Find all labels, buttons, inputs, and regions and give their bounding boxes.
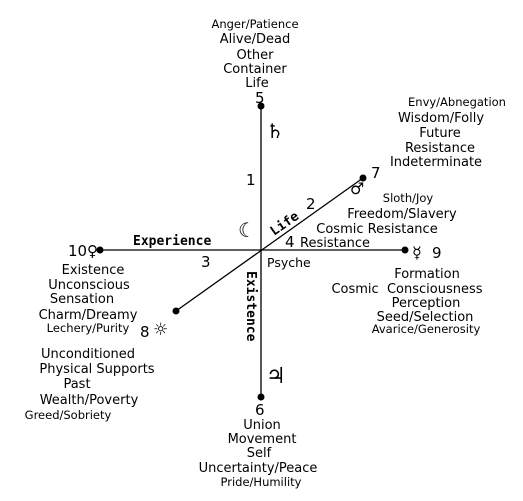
node-7-line-2: Wisdom/Folly: [398, 111, 484, 126]
axis-number-4: 4: [285, 233, 295, 251]
axis-number-3: 3: [201, 253, 211, 271]
node-6-line-2: Movement: [228, 432, 297, 447]
node-6-number: 6: [255, 401, 265, 419]
node-6-line-4: Uncertainty/Peace: [199, 461, 318, 476]
center-line-1: Sloth/Joy: [383, 191, 434, 205]
node-7-line-4: Resistance: [405, 141, 475, 156]
node-5-number: 5: [255, 89, 265, 107]
node-8-number: 8: [140, 323, 150, 341]
node-10-line-5: Lechery/Purity: [47, 321, 130, 335]
axis-label-existence: Existence: [243, 271, 258, 342]
moon-icon: ☾: [238, 218, 256, 242]
node-5-line-2: Alive/Dead: [220, 32, 290, 47]
node-dot-7: [359, 174, 367, 182]
node-9-line-2: Cosmic Consciousness: [331, 282, 482, 297]
node-10-line-1: Existence: [62, 263, 125, 278]
center-line-3: Cosmic Resistance: [316, 222, 437, 237]
node-9-line-3: Perception: [392, 296, 461, 311]
node-8-line-2: Physical Supports: [39, 362, 154, 377]
node-6-line-3: Self: [247, 446, 272, 461]
mars-icon: ♂: [350, 179, 364, 198]
saturn-icon: ♄: [266, 119, 284, 143]
node-9-line-1: Formation: [394, 267, 460, 282]
jupiter-icon: ♃: [266, 364, 286, 389]
node-10-number: 10: [68, 242, 87, 260]
node-8-line-1: Unconditioned: [41, 347, 135, 362]
node-6-line-1: Union: [243, 418, 281, 433]
node-9-line-4: Seed/Selection: [377, 310, 474, 325]
node-8-line-5: Greed/Sobriety: [25, 408, 112, 422]
node-dot-9: [401, 246, 409, 254]
node-5-line-3: Other: [237, 48, 275, 63]
node-5-line-5: Life: [245, 76, 268, 91]
center-line-2: Freedom/Slavery: [347, 207, 457, 222]
node-7-line-1: Envy/Abnegation: [408, 95, 506, 109]
axis-number-1: 1: [246, 171, 256, 189]
resistance-label: Resistance: [300, 236, 370, 251]
node-dot-10: [96, 246, 104, 254]
node-9-line-5: Avarice/Generosity: [372, 322, 481, 336]
axis-number-2: 2: [306, 195, 316, 213]
node-dot-5: [257, 102, 265, 110]
node-dot-8: [172, 307, 180, 315]
node-5-line-1: Anger/Patience: [211, 17, 298, 31]
node-10-line-4: Charm/Dreamy: [39, 308, 138, 323]
node-10-line-2: Unconscious: [48, 278, 130, 293]
node-dot-6: [257, 393, 265, 401]
node-7-line-5: Indeterminate: [390, 155, 482, 170]
sun-icon: ☼: [153, 320, 168, 340]
axis-label-experience: Experience: [133, 234, 211, 249]
node-7-number: 7: [371, 164, 381, 182]
node-6-line-5: Pride/Humility: [221, 475, 302, 489]
psyche-label: Psyche: [267, 255, 311, 270]
node-9-number: 9: [432, 244, 442, 262]
mercury-icon: ☿: [412, 243, 422, 262]
node-7-line-3: Future: [419, 126, 460, 141]
node-8-line-4: Wealth/Poverty: [40, 393, 139, 408]
venus-icon: ♀: [87, 242, 98, 260]
node-10-line-3: Sensation: [50, 292, 114, 307]
node-8-line-3: Past: [63, 377, 90, 392]
node-5-line-4: Container: [223, 62, 287, 77]
axis-diagonal: [175, 177, 364, 312]
